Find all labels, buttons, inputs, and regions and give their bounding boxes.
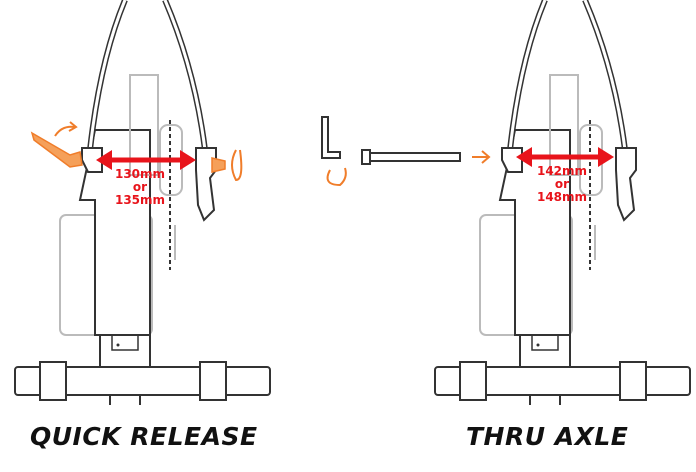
measurement-line2: or <box>133 180 147 194</box>
tighten-arrow-icon <box>231 149 243 182</box>
thru-axle-measurement: 142mm or 148mm <box>516 147 614 204</box>
measurement-line3: 148mm <box>537 190 587 204</box>
rotate-arrow-icon <box>54 125 76 137</box>
quick-release-trainer-illustration <box>15 0 270 405</box>
thru-axle-title: THRU AXLE <box>466 422 629 451</box>
measurement-line2: or <box>555 177 569 191</box>
hex-key-icon <box>321 116 341 159</box>
quick-release-measurement: 130mm or 135mm <box>96 150 196 207</box>
thru-axle-parts <box>321 116 491 187</box>
thru-axle-icon <box>361 149 461 165</box>
rotate-arrow-icon <box>326 167 347 187</box>
measurement-line1: 130mm <box>115 167 165 181</box>
quick-release-title: QUICK RELEASE <box>30 422 258 451</box>
quick-release-lever-icon <box>30 131 226 173</box>
measurement-line1: 142mm <box>537 164 587 178</box>
insert-arrow-icon <box>472 150 491 164</box>
measurement-line3: 135mm <box>115 193 165 207</box>
